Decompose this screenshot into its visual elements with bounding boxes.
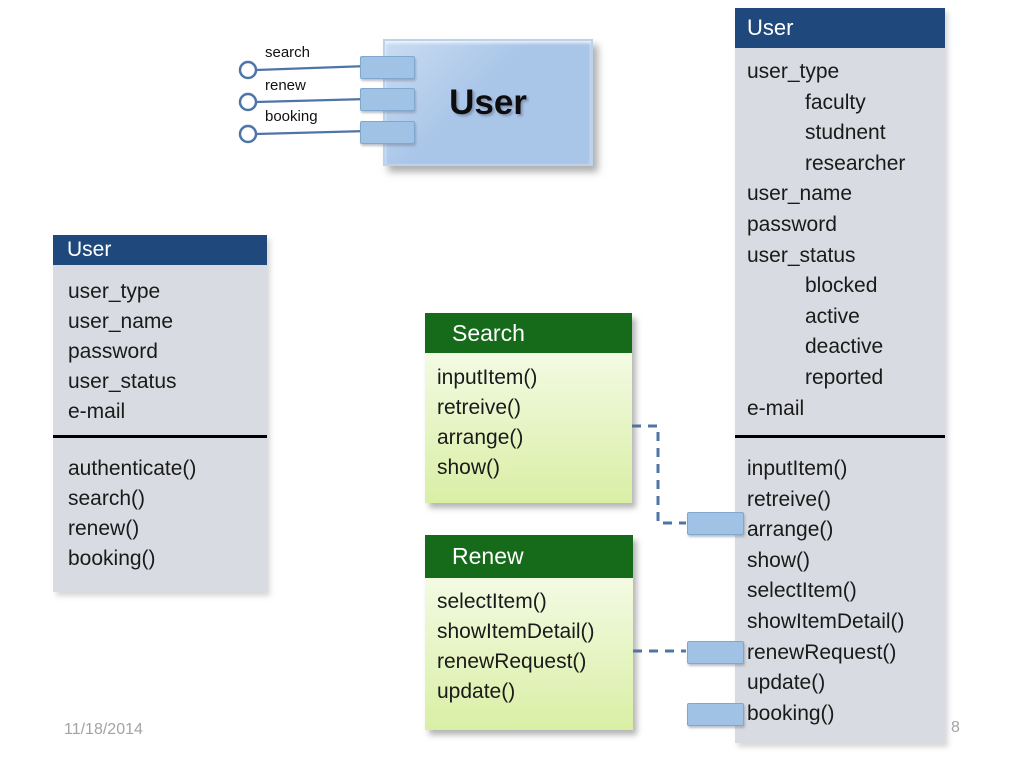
method-item: inputItem()	[437, 366, 538, 389]
method-item: update()	[747, 671, 826, 695]
method-item: booking()	[747, 701, 835, 725]
section-divider	[735, 435, 945, 438]
interface-label-renew: renew	[265, 77, 306, 94]
search-class-methods: inputItem() retreive() arrange() show()	[425, 353, 632, 503]
method-item: update()	[437, 680, 516, 703]
lollipop-circle-booking	[238, 124, 258, 144]
method-item: renew()	[68, 517, 140, 540]
attribute-item: researcher	[805, 151, 906, 175]
attribute-item: user_name	[747, 182, 853, 206]
method-item: retreive()	[747, 487, 832, 511]
slide-date: 11/18/2014	[64, 721, 143, 738]
method-item: renewRequest()	[437, 650, 587, 673]
method-item: retreive()	[437, 396, 522, 419]
attribute-item: user_name	[68, 310, 174, 333]
lollipop-circle-search	[238, 60, 258, 80]
search-class-title: Search	[425, 313, 632, 353]
attribute-item: user_status	[68, 370, 177, 393]
lollipop-line-booking	[255, 129, 369, 136]
attribute-item: password	[747, 212, 837, 236]
user-port-renew-interface	[687, 641, 744, 664]
method-item: selectItem()	[437, 590, 547, 613]
attribute-item: active	[805, 304, 860, 328]
slide-page-number: 8	[951, 719, 960, 736]
attribute-item: user_status	[747, 243, 856, 267]
user-component-box: User	[383, 39, 593, 166]
user-class-left-title: User	[53, 235, 267, 265]
renew-class-title: Renew	[425, 535, 633, 578]
method-item: authenticate()	[68, 457, 197, 480]
renew-class: Renew selectItem() showItemDetail() renewR…	[425, 535, 633, 730]
user-class-left-attributes: user_type user_name password user_status e-m…	[53, 265, 267, 435]
component-port-booking	[360, 121, 415, 144]
lollipop-line-renew	[255, 97, 369, 104]
dashed-connector-search-to-user	[632, 424, 686, 525]
user-class-left-methods: authenticate() search() renew() booking()	[53, 438, 267, 592]
attribute-item: e-mail	[68, 400, 126, 423]
attribute-item: studnent	[805, 121, 886, 145]
attribute-item: password	[68, 340, 158, 363]
user-class-right-title: User	[735, 8, 945, 48]
method-item: show()	[747, 548, 811, 572]
user-component-title: User	[449, 82, 527, 122]
attribute-item: deactive	[805, 335, 884, 359]
method-item: arrange()	[437, 426, 524, 449]
user-class-left: User user_type user_name password user_stat…	[53, 235, 267, 592]
method-item: booking()	[68, 547, 156, 570]
component-port-search	[360, 56, 415, 79]
user-port-booking-interface	[687, 703, 744, 726]
attribute-item: e-mail	[747, 396, 805, 420]
attribute-item: faculty	[805, 90, 866, 114]
attribute-item: blocked	[805, 274, 878, 298]
lollipop-line-search	[255, 64, 369, 72]
section-divider	[53, 435, 267, 438]
method-item: show()	[437, 456, 501, 479]
user-class-right-methods: inputItem() retreive() arrange() show() sele…	[735, 438, 945, 743]
attribute-item: user_type	[68, 280, 161, 303]
method-item: arrange()	[747, 518, 834, 542]
search-class: Search inputItem() retreive() arrange() sho…	[425, 313, 632, 503]
attribute-item: user_type	[747, 60, 840, 83]
method-item: showItemDetail()	[747, 609, 905, 633]
component-port-renew	[360, 88, 415, 111]
method-item: inputItem()	[747, 457, 848, 480]
attribute-item: reported	[805, 365, 884, 389]
method-item: showItemDetail()	[437, 620, 595, 643]
method-item: search()	[68, 487, 146, 510]
method-item: selectItem()	[747, 579, 857, 603]
renew-class-methods: selectItem() showItemDetail() renewRequest…	[425, 578, 633, 730]
lollipop-circle-renew	[238, 92, 258, 112]
user-port-search-interface	[687, 512, 744, 535]
method-item: renewRequest()	[747, 640, 897, 664]
interface-label-search: search	[265, 44, 311, 61]
interface-label-booking: booking	[265, 108, 318, 125]
